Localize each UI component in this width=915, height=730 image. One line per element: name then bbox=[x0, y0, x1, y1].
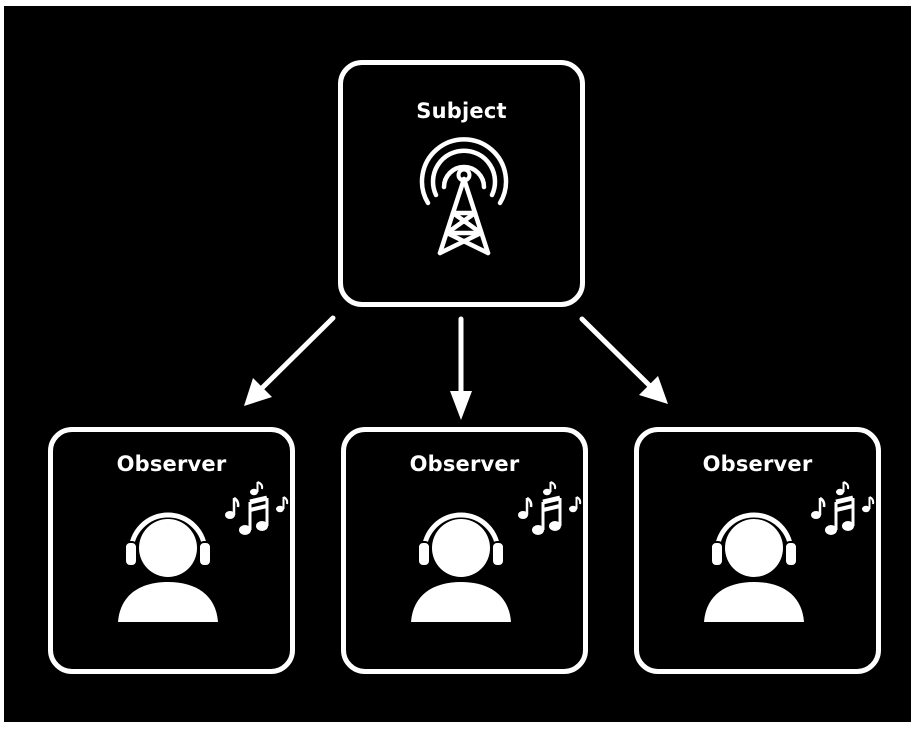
observer-title-2: Observer bbox=[409, 452, 520, 476]
arrowhead-right bbox=[639, 376, 668, 404]
observer-title-3: Observer bbox=[702, 452, 813, 476]
observer-box-3: Observer bbox=[634, 427, 881, 674]
radio-tower-icon bbox=[419, 137, 509, 256]
subject-box: Subject bbox=[338, 60, 585, 307]
observer-title-1: Observer bbox=[116, 452, 227, 476]
subject-title: Subject bbox=[416, 99, 507, 123]
music-notes-icon bbox=[811, 481, 875, 535]
listener-headphones-icon bbox=[704, 512, 804, 622]
arrow-left bbox=[257, 315, 336, 393]
observer-box-2: Observer bbox=[341, 427, 588, 674]
diagram-canvas: Subject Observer bbox=[4, 6, 911, 722]
arrows-layer bbox=[244, 315, 668, 420]
listener-headphones-icon bbox=[411, 512, 511, 622]
listener-headphones-icon bbox=[118, 512, 218, 622]
music-notes-icon bbox=[518, 481, 582, 535]
arrow-right bbox=[579, 316, 653, 389]
music-notes-icon bbox=[225, 481, 289, 535]
arrowhead-center bbox=[450, 391, 472, 420]
observer-box-1: Observer bbox=[48, 427, 295, 674]
arrowhead-left bbox=[244, 378, 272, 406]
